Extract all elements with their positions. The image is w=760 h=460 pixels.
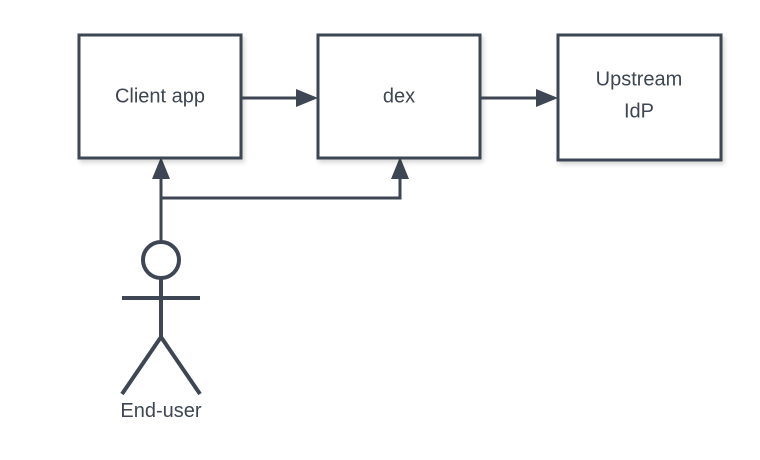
node-upstream-idp[interactable]: Upstream IdP [556, 33, 723, 162]
edge-dex-to-upstream-idp [480, 89, 558, 107]
node-dex-label: dex [383, 85, 415, 107]
edge-end-user-to-dex [161, 157, 409, 200]
node-dex-shape[interactable] [316, 33, 482, 160]
arrow-head-icon [536, 89, 558, 107]
actor-end-user-label: End-user [120, 400, 201, 422]
node-upstream-idp-label-line2: IdP [624, 100, 654, 122]
node-client-app-shape[interactable] [77, 33, 243, 160]
actor-legs-icon [120, 335, 202, 396]
node-client-app-label: Client app [115, 85, 205, 107]
arrow-head-icon [391, 157, 409, 179]
node-upstream-idp-label-line1: Upstream [596, 68, 683, 90]
node-client-app[interactable]: Client app [77, 33, 243, 160]
arrow-head-icon [152, 157, 170, 179]
edge-client-app-to-dex [241, 89, 318, 107]
actor-head-icon [141, 240, 181, 280]
arrow-head-icon [296, 89, 318, 107]
node-dex[interactable]: dex [316, 33, 482, 160]
actor-end-user[interactable]: End-user [120, 240, 202, 422]
edge-line-segment [161, 172, 402, 200]
edge-end-user-to-client-app [152, 157, 170, 242]
node-upstream-idp-shape[interactable] [556, 33, 723, 162]
